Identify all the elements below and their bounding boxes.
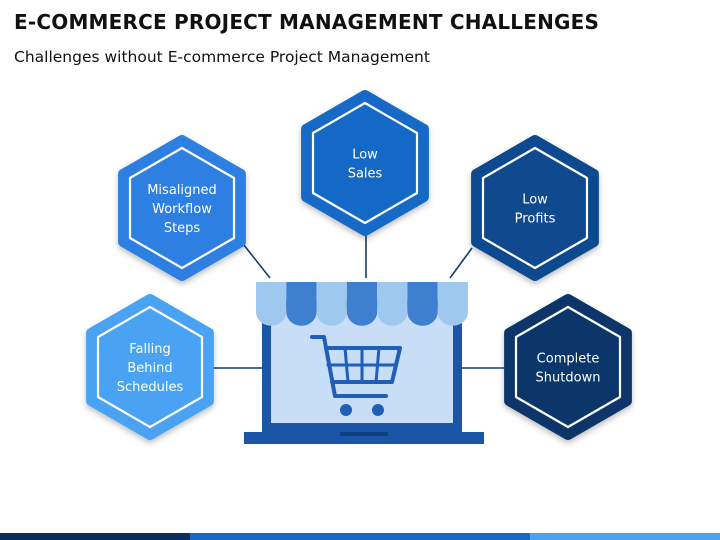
shopping-cart-icon (310, 335, 402, 416)
hexagon-label-line: Falling (129, 342, 171, 357)
hexagon-inner-border (311, 101, 419, 225)
awning-stripe (407, 282, 438, 326)
page-subtitle: Challenges without E-commerce Project Ma… (14, 48, 430, 66)
laptop-storefront-cart-icon (244, 282, 484, 444)
hexagon-inner-border (481, 146, 589, 270)
bottom-bar-segment-dark (0, 533, 190, 540)
hexagon-inner-border (514, 305, 622, 429)
awning-stripe (316, 282, 347, 326)
connector-low-profits (449, 247, 473, 279)
laptop-base-notch (340, 432, 388, 436)
hexagon-label-line: Shutdown (536, 371, 601, 386)
hexagon-label-line: Schedules (117, 380, 184, 395)
laptop-base (244, 432, 484, 444)
hexagon-label-line: Misaligned (147, 183, 217, 198)
hexagon-label-line: Low (352, 148, 378, 163)
bottom-bar-segment-mid (190, 533, 530, 540)
hexagon-inner-border (128, 146, 236, 270)
connector-lines (210, 228, 510, 369)
bottom-accent-bar (0, 533, 720, 540)
awning-stripe (286, 282, 317, 326)
hexagon-label-line: Behind (127, 361, 172, 376)
awning-stripe (377, 282, 408, 326)
awning-stripe (346, 282, 378, 326)
page-title: E-COMMERCE PROJECT MANAGEMENT CHALLENGES (14, 10, 600, 34)
store-awning (256, 282, 468, 326)
hexagon-label-line: Complete (537, 352, 600, 367)
hexagon-label-line: Steps (164, 221, 201, 236)
hexagon-label-line: Workflow (152, 202, 212, 217)
bottom-bar-segment-light (530, 533, 720, 540)
awning-stripe (256, 282, 287, 326)
hexagon-inner-border (96, 305, 204, 429)
challenge-hexagons: MisalignedWorkflowStepsLowSalesLowProfit… (86, 90, 632, 440)
hexagon-label-line: Profits (515, 212, 556, 227)
connector-misaligned (239, 239, 271, 279)
hexagon-label-line: Low (522, 193, 548, 208)
awning-stripe (437, 282, 468, 326)
hexagon-label-line: Sales (348, 167, 383, 182)
